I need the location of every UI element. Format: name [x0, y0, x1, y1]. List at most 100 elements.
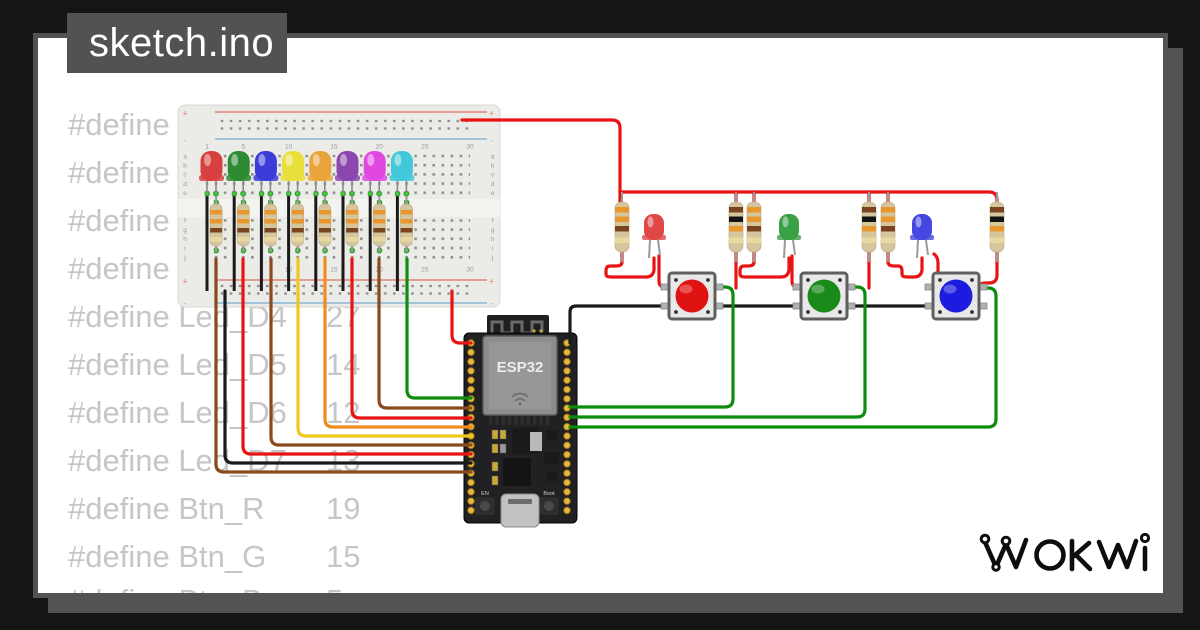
- esp32-devkit[interactable]: ESP32 EN Boot: [463, 315, 578, 528]
- indicator-led-green: [776, 213, 802, 259]
- resistor-10k-green: [861, 191, 877, 263]
- indicator-led-blue: [909, 213, 935, 259]
- pushbuttons: [659, 271, 989, 321]
- resistor-330-blue: [880, 191, 896, 263]
- svg-text:30: 30: [466, 267, 474, 274]
- wire-btn-b-signal: [568, 286, 998, 429]
- svg-text:d: d: [183, 181, 187, 188]
- svg-text:1: 1: [205, 144, 209, 151]
- code-line: #define Btn_B 5: [68, 580, 548, 593]
- code-value: 5: [326, 580, 343, 593]
- svg-text:+: +: [489, 109, 494, 119]
- pushbutton-green[interactable]: [791, 271, 857, 321]
- resistor-10k-blue: [989, 191, 1005, 263]
- svg-text:b: b: [491, 163, 495, 170]
- esp32-chip-label: ESP32: [497, 359, 544, 376]
- wire-gnd-black: [223, 289, 473, 465]
- code-line: #define: [68, 104, 548, 146]
- wire-pullup-blue-btn: [978, 250, 999, 290]
- diagram-canvas: #define #define #define #define #define …: [38, 38, 1163, 593]
- resistor-330-green: [746, 191, 762, 263]
- code-decl: #define Btn_G: [68, 539, 267, 574]
- wire-power-rail: [618, 190, 999, 205]
- svg-text:c: c: [183, 172, 187, 179]
- code-decl: #define Btn_R: [68, 491, 265, 526]
- wire-yellow-d4: [296, 257, 473, 438]
- usb-connector: [500, 493, 540, 528]
- code-decl: #define Led_D5: [68, 347, 287, 382]
- resistor-330-red: [614, 191, 630, 263]
- code-line: #define Btn_R 19: [68, 488, 548, 530]
- file-tab-label: sketch.ino: [89, 21, 275, 65]
- wire-brown: [377, 257, 473, 410]
- code-decl: #define: [68, 203, 170, 238]
- svg-text:-: -: [184, 299, 187, 309]
- wire-green-led-anode: [738, 250, 791, 279]
- code-line: #define Led_D6 12: [68, 392, 548, 434]
- indicator-led-red: [641, 213, 667, 259]
- svg-text:e: e: [183, 190, 187, 197]
- code-decl: #define Btn_B: [68, 583, 263, 593]
- wire-red-d6: [241, 257, 473, 456]
- wire-btn-g-signal: [568, 285, 867, 419]
- svg-text:j: j: [183, 255, 185, 262]
- code-decl: #define Led_D6: [68, 395, 287, 430]
- wire-3v3-red: [450, 289, 473, 345]
- svg-text:b: b: [183, 163, 187, 170]
- svg-text:10: 10: [285, 144, 293, 151]
- svg-text:+: +: [182, 109, 187, 119]
- svg-text:h: h: [491, 236, 495, 243]
- code-value: 12: [326, 395, 361, 430]
- wire-btn-r-signal: [568, 285, 735, 409]
- button-network-resistors[interactable]: [614, 191, 1005, 263]
- svg-text:f: f: [184, 218, 186, 225]
- wire-power-top: [460, 118, 622, 205]
- svg-text:i: i: [184, 245, 185, 252]
- code-decl: #define: [68, 107, 170, 142]
- code-value: 15: [326, 539, 361, 574]
- wifi-icon: [511, 392, 529, 402]
- svg-text:g: g: [183, 227, 187, 234]
- code-line: #define Btn_G 15: [68, 536, 548, 578]
- wire-brown-d7: [214, 257, 473, 474]
- wire-button-gnd-chain: [568, 304, 927, 345]
- pushbutton-blue[interactable]: [923, 271, 989, 321]
- svg-text:d: d: [491, 181, 495, 188]
- led-connection-dots: [204, 190, 411, 197]
- pushbutton-red[interactable]: [659, 271, 725, 321]
- code-decl: #define: [68, 251, 170, 286]
- svg-text:e: e: [491, 190, 495, 197]
- code-value: 14: [326, 347, 361, 382]
- svg-text:-: -: [490, 136, 493, 146]
- svg-text:-: -: [184, 136, 187, 146]
- svg-text:30: 30: [466, 144, 474, 151]
- wire-green: [405, 257, 473, 400]
- code-line: #define: [68, 200, 548, 242]
- wire-red-led-anode: [604, 250, 656, 279]
- circuit-scene: 1 5 10 15 20 25 30 1 5 10 15 20 25 30 a …: [177, 104, 1005, 528]
- code-decl: #define: [68, 155, 170, 190]
- wire-blue-led-anode: [886, 250, 924, 279]
- esp32-right-pins: [563, 338, 571, 516]
- file-tab[interactable]: sketch.ino: [67, 13, 287, 73]
- code-line: #define Led_D5 14: [68, 344, 548, 386]
- wire-resistor-feeds: [734, 190, 890, 205]
- wire-green-led-to-button: [790, 254, 802, 289]
- breadboard[interactable]: 1 5 10 15 20 25 30 1 5 10 15 20 25 30 a …: [177, 104, 501, 309]
- svg-text:g: g: [491, 227, 495, 234]
- resistor-bottom-dots: [213, 247, 414, 254]
- code-value: 19: [326, 491, 361, 526]
- resistor-10k-red: [728, 191, 744, 263]
- svg-text:25: 25: [421, 267, 429, 274]
- wire-red-led-to-button: [657, 254, 670, 289]
- svg-text:a: a: [491, 153, 495, 160]
- code-line: #define: [68, 248, 548, 290]
- wire-red: [350, 257, 473, 420]
- svg-text:c: c: [491, 172, 495, 179]
- boot-button-label: Boot: [543, 491, 555, 497]
- svg-text:a: a: [183, 153, 187, 160]
- svg-text:j: j: [491, 255, 493, 262]
- svg-text:-: -: [490, 299, 493, 309]
- resistor-top-dots: [213, 199, 414, 206]
- svg-text:15: 15: [330, 144, 338, 151]
